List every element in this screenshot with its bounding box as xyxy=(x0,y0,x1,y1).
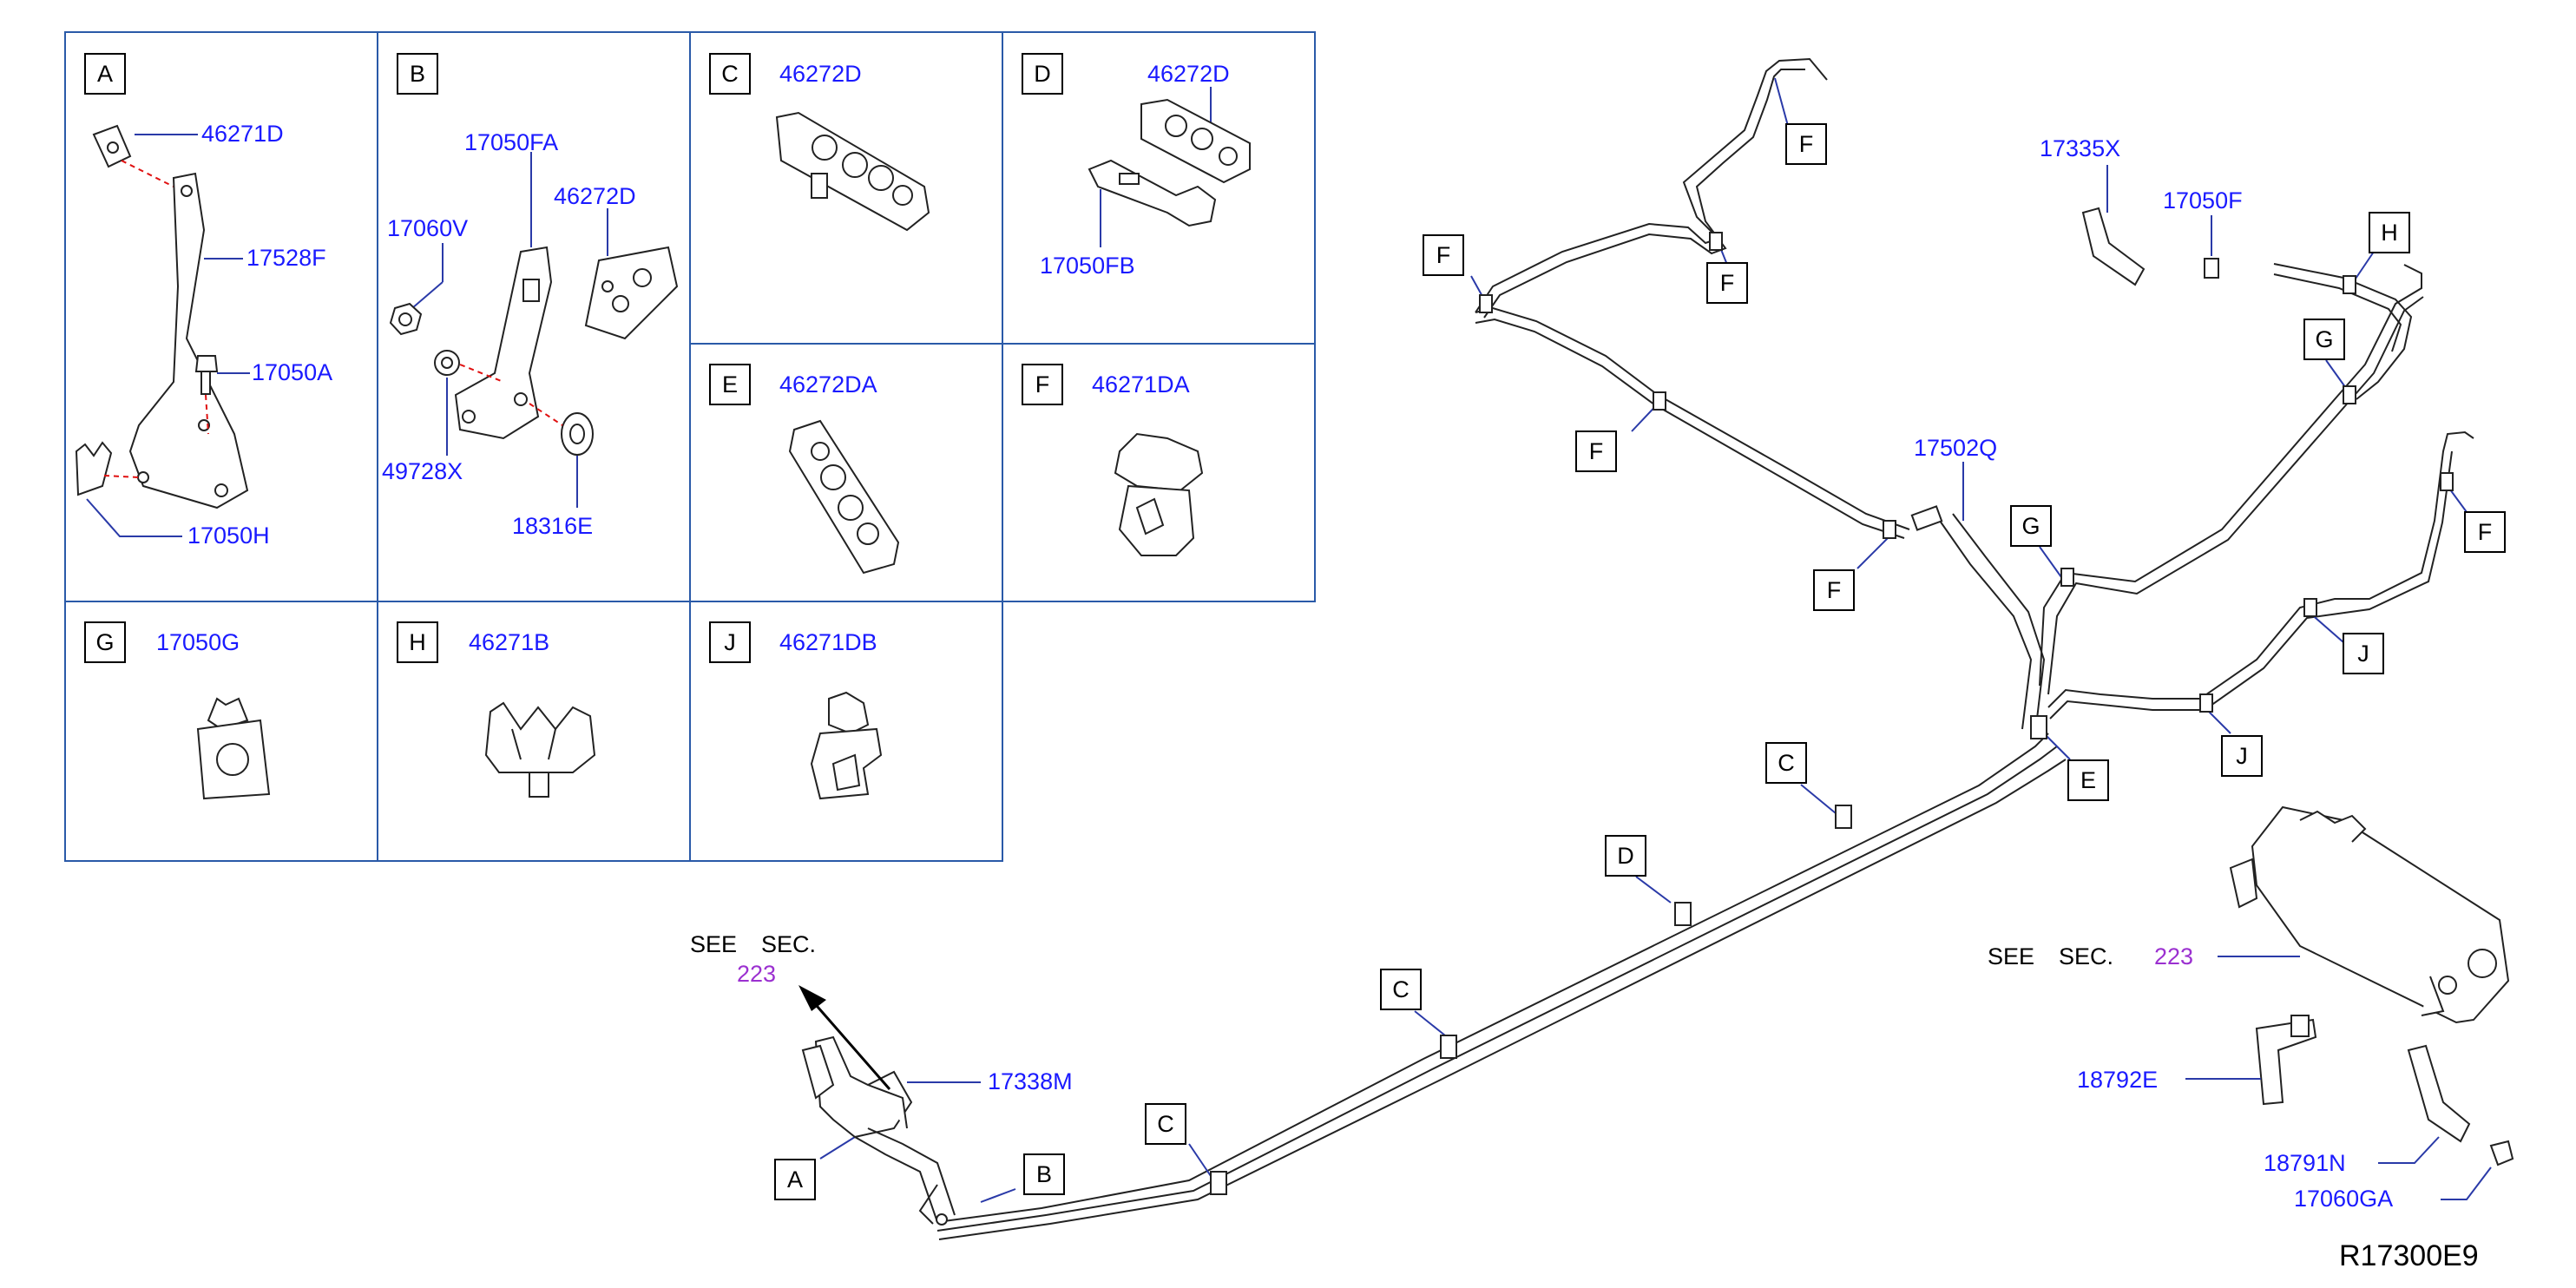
callout-f: F xyxy=(1589,438,1604,464)
part-label: 46272D xyxy=(779,61,862,87)
part-label: 46271DB xyxy=(779,629,877,655)
callout-f: F xyxy=(1720,270,1735,296)
part-label: 46272D xyxy=(1147,61,1230,87)
clip-46271db-icon xyxy=(810,691,883,800)
panel-e: E 46272DA xyxy=(709,364,900,575)
part-label: 46272D xyxy=(554,183,636,209)
callout-g: G xyxy=(2021,513,2040,539)
part-label: 17528F xyxy=(246,245,326,271)
panel-letter: A xyxy=(97,61,113,87)
panel-b: B 17050FA 17060V 46272D xyxy=(382,53,679,539)
bracket-17050fb-icon xyxy=(1088,159,1217,227)
panel-a: A 46271D 17528F 17050A xyxy=(75,53,332,549)
bracket-17050fa-icon xyxy=(454,246,553,440)
clamp-46272da-icon xyxy=(788,419,900,575)
callout-j: J xyxy=(2357,641,2369,667)
panel-letter: H xyxy=(409,629,426,655)
clamp-46272d-icon xyxy=(1140,98,1251,184)
callout-b: B xyxy=(1036,1161,1052,1187)
bracket-17528f-icon xyxy=(128,172,249,509)
clamp-46272d-icon xyxy=(584,246,679,340)
part-label-17060ga: 17060GA xyxy=(2294,1186,2393,1212)
callout-e: E xyxy=(2080,767,2096,793)
drawing-code: R17300E9 xyxy=(2339,1239,2479,1272)
panel-g: G 17050G xyxy=(84,621,271,800)
see-label: SEE xyxy=(1988,943,2034,969)
part-label-17335x: 17335X xyxy=(2040,135,2120,161)
panel-letter: B xyxy=(410,61,425,87)
inset-grid xyxy=(64,31,1316,862)
hose-18791n-icon xyxy=(2407,1044,2471,1143)
clip-46271da-icon xyxy=(1114,432,1204,556)
clip-17050g-icon xyxy=(196,697,271,800)
panel-f: F 46271DA xyxy=(1022,364,1204,556)
part-label: 46271DA xyxy=(1092,371,1190,398)
clip-46271d-icon xyxy=(92,124,132,168)
section-number: 223 xyxy=(2154,943,2193,969)
sec-label: SEC. xyxy=(761,931,816,957)
part-label: 17050G xyxy=(156,629,240,655)
callout-g: G xyxy=(2315,326,2333,352)
hose-18792e-icon xyxy=(2255,1015,2317,1106)
hose-17335x-icon xyxy=(2081,207,2146,286)
panel-letter: G xyxy=(95,629,114,655)
clip-17050h-icon xyxy=(75,441,113,496)
part-label: 17060V xyxy=(387,215,468,241)
part-label-18792e: 18792E xyxy=(2077,1067,2158,1093)
filler-neck-assembly-icon xyxy=(801,1035,956,1226)
panel-j: J 46271DB xyxy=(709,621,883,800)
callout-c: C xyxy=(1778,750,1795,776)
panel-letter: D xyxy=(1034,61,1051,87)
callout-a: A xyxy=(787,1166,803,1193)
part-label: 49728X xyxy=(382,458,463,484)
callout-c: C xyxy=(1392,976,1410,1002)
panel-letter: E xyxy=(722,371,738,398)
callout-c: C xyxy=(1157,1111,1174,1137)
callout-f: F xyxy=(1799,131,1814,157)
clamp-46272d-icon xyxy=(775,111,930,232)
part-label: 46272DA xyxy=(779,371,877,398)
part-label: 17050H xyxy=(187,522,270,549)
panel-letter: C xyxy=(721,61,739,87)
see-label: SEE xyxy=(690,931,737,957)
panel-letter: F xyxy=(1035,371,1050,398)
sec-label: SEC. xyxy=(2059,943,2113,969)
callout-j: J xyxy=(2236,743,2248,769)
part-label-18791n: 18791N xyxy=(2264,1150,2346,1176)
bolt-17050a-icon xyxy=(194,355,219,395)
clip-46271b-icon xyxy=(484,701,596,798)
callout-f: F xyxy=(1436,242,1451,268)
part-label-17050f: 17050F xyxy=(2163,187,2243,214)
panel-d: D 46272D 17050FB xyxy=(1022,53,1251,279)
clamp-17050f-icon xyxy=(2204,258,2219,279)
tube-clips xyxy=(1210,232,2454,1195)
grommet-18316e-icon xyxy=(561,412,594,456)
callout-h: H xyxy=(2381,220,2398,246)
callout-f: F xyxy=(1827,577,1842,603)
clamp-17060ga-icon xyxy=(2489,1140,2514,1166)
panel-h: H 46271B xyxy=(397,621,596,798)
part-label: 17050FA xyxy=(464,129,558,155)
evap-canister-icon xyxy=(2229,805,2510,1024)
connector-17502q-icon xyxy=(1910,505,1943,531)
nut-17060v-icon xyxy=(389,302,423,336)
panel-c: C 46272D xyxy=(709,53,930,232)
callout-f: F xyxy=(2478,519,2493,545)
part-label-17338m: 17338M xyxy=(988,1068,1073,1094)
part-label: 17050A xyxy=(252,359,332,385)
part-label: 46271B xyxy=(469,629,549,655)
see-section-arrow-icon xyxy=(798,985,891,1090)
section-number: 223 xyxy=(737,961,776,987)
fuel-tube-bundle xyxy=(936,57,2474,1240)
part-label: 17050FB xyxy=(1040,253,1135,279)
part-label: 18316E xyxy=(512,513,593,539)
washer-49728x-icon xyxy=(434,350,460,376)
callout-d: D xyxy=(1617,843,1634,869)
part-label-17502q: 17502Q xyxy=(1914,435,1997,461)
part-label: 46271D xyxy=(201,121,284,147)
callout-boxes: F F F F F G G H F J xyxy=(774,77,2506,1203)
panel-letter: J xyxy=(724,629,736,655)
